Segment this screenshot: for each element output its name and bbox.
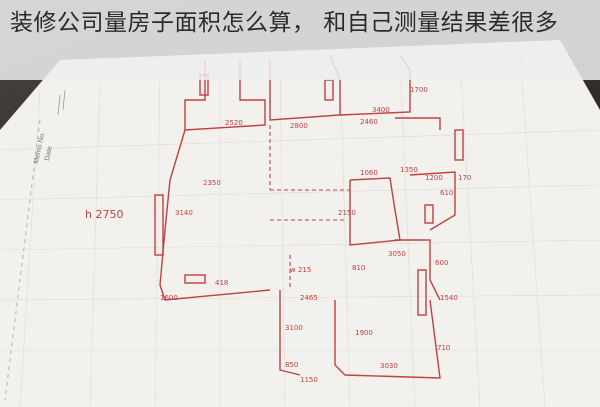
headline-text: 装修公司量房子面积怎么算， 和自己测量结果差很多 [10,10,559,36]
measurement-label: 2150 [338,209,356,217]
dashed-walls [269,125,350,290]
measurement-label: 1600 [160,294,178,302]
height-label: h 2750 [85,208,123,221]
measurement-label: 3030 [380,362,398,370]
measurement-label: 2800 [290,122,308,130]
measurement-label: 1150 [300,376,318,384]
measurement-label: 418 [215,279,228,287]
measurement-label: 1900 [355,329,373,337]
measurement-label: 1350 [400,166,418,174]
measurement-label: 3140 [175,209,193,217]
measurement-label: 2465 [300,294,318,302]
measurement-label: 2520 [225,119,243,127]
measurement-label: 3100 [285,324,303,332]
measurement-label: 1700 [410,86,428,94]
measurement-label: 1060 [360,169,378,177]
headline-overlay: 装修公司量房子面积怎么算， 和自己测量结果差很多 [0,0,600,80]
measurement-label: 600 [435,259,448,267]
measurement-label: 170 [458,174,471,182]
measurement-label: w 215 [290,266,311,274]
paper-sheet [0,40,600,407]
measurement-labels: 3400 2460 1700 2800 2350 3140 418 1600 w… [160,86,471,384]
measurement-label: 3050 [388,250,406,258]
measurement-label: 3400 [372,106,390,114]
measurement-label: 1540 [440,294,458,302]
measurement-label: 610 [440,189,453,197]
margin-line [4,119,41,401]
measurement-label: 850 [285,361,298,369]
measurement-label: 810 [352,264,365,272]
measurement-label: 2460 [360,118,378,126]
measurement-label: 1200 [425,174,443,182]
measurement-label: 710 [437,344,450,352]
paper-grid [0,51,600,407]
measurement-label: 2350 [203,179,221,187]
